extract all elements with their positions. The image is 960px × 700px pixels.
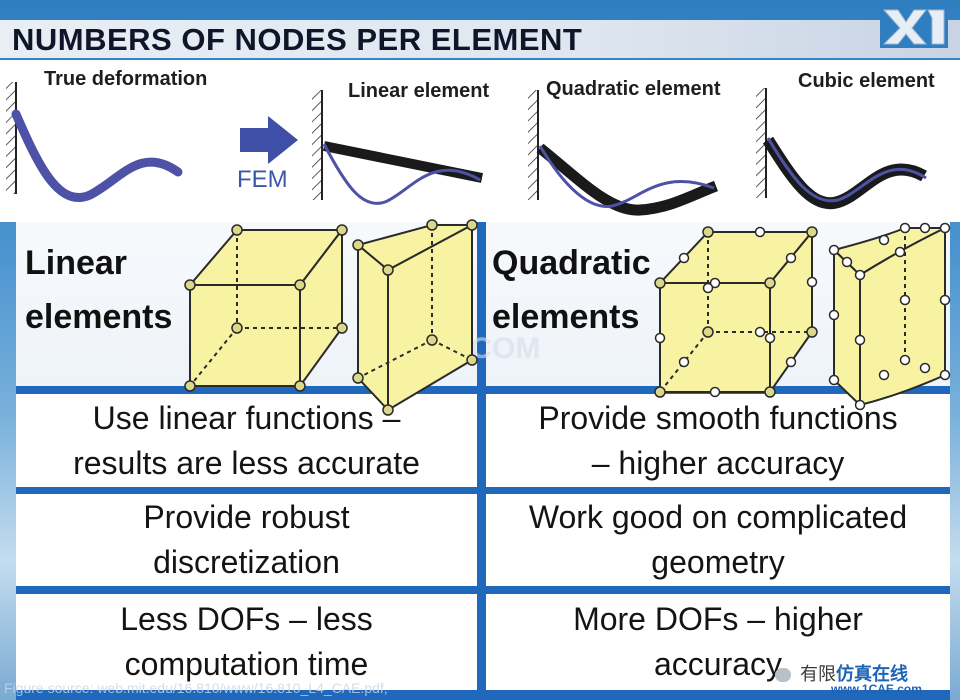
row3-right-line2: accuracy bbox=[653, 646, 783, 682]
row2-right-line2: geometry bbox=[651, 544, 785, 580]
row3-right-line1: More DOFs – higher bbox=[573, 601, 863, 637]
row2-left-line2: discretization bbox=[153, 544, 340, 580]
quadratic-wedge-icon bbox=[832, 226, 946, 408]
deformation-panel bbox=[0, 60, 960, 222]
linear-element-label: Linear element bbox=[348, 80, 490, 102]
title-bar bbox=[0, 20, 960, 58]
row1-left-cell: Use linear functions – results are less a… bbox=[16, 394, 477, 487]
row1-right-line1: Provide smooth functions bbox=[538, 399, 898, 436]
wechat-brand: 仿真在线 bbox=[836, 664, 909, 684]
row3-left-line2: computation time bbox=[124, 646, 369, 682]
quadratic-header-line1: Quadratic bbox=[492, 244, 651, 282]
linear-hexahedron-icon bbox=[187, 227, 345, 390]
page-title: NUMBERS OF NODES PER ELEMENT bbox=[12, 22, 583, 57]
cubic-element-label: Cubic element bbox=[798, 70, 935, 92]
row3-left-line1: Less DOFs – less bbox=[120, 601, 373, 637]
figure-source-caption: Figure source: web.mit.edu/16.810/www/16… bbox=[4, 680, 388, 696]
row2-left-cell: Provide robust discretization bbox=[16, 494, 477, 586]
row3-left-cell: Less DOFs – less computation time bbox=[16, 594, 477, 690]
fem-label: FEM bbox=[237, 166, 288, 193]
row3-right-cell: More DOFs – higher accuracy bbox=[486, 594, 950, 690]
row1-left-line1: Use linear functions – bbox=[92, 399, 401, 436]
linear-wedge-icon bbox=[355, 223, 473, 413]
row1-right-cell: Provide smooth functions – higher accurac… bbox=[486, 394, 950, 487]
linear-header-line2: elements bbox=[25, 298, 173, 336]
wechat-prefix: 有限 bbox=[800, 664, 837, 684]
wechat-badge: 有限仿真在线 www.1CAE.com bbox=[775, 660, 922, 696]
deformation-diagrams bbox=[6, 82, 927, 216]
true-deformation-label: True deformation bbox=[44, 68, 208, 90]
quadratic-header-line2: elements bbox=[492, 298, 640, 336]
xai-logo-icon bbox=[880, 4, 948, 48]
row2-left-line1: Provide robust bbox=[143, 499, 350, 535]
quadratic-element-label: Quadratic element bbox=[546, 78, 721, 100]
wechat-icon bbox=[775, 668, 791, 683]
row2-right-cell: Work good on complicated geometry bbox=[486, 494, 950, 586]
wechat-url: www.1CAE.com bbox=[831, 682, 922, 696]
row1-left-line2: results are less accurate bbox=[73, 444, 420, 481]
row2-right-line1: Work good on complicated bbox=[528, 499, 908, 535]
linear-header-line1: Linear bbox=[25, 244, 128, 282]
row1-right-line2: – higher accuracy bbox=[591, 444, 845, 481]
